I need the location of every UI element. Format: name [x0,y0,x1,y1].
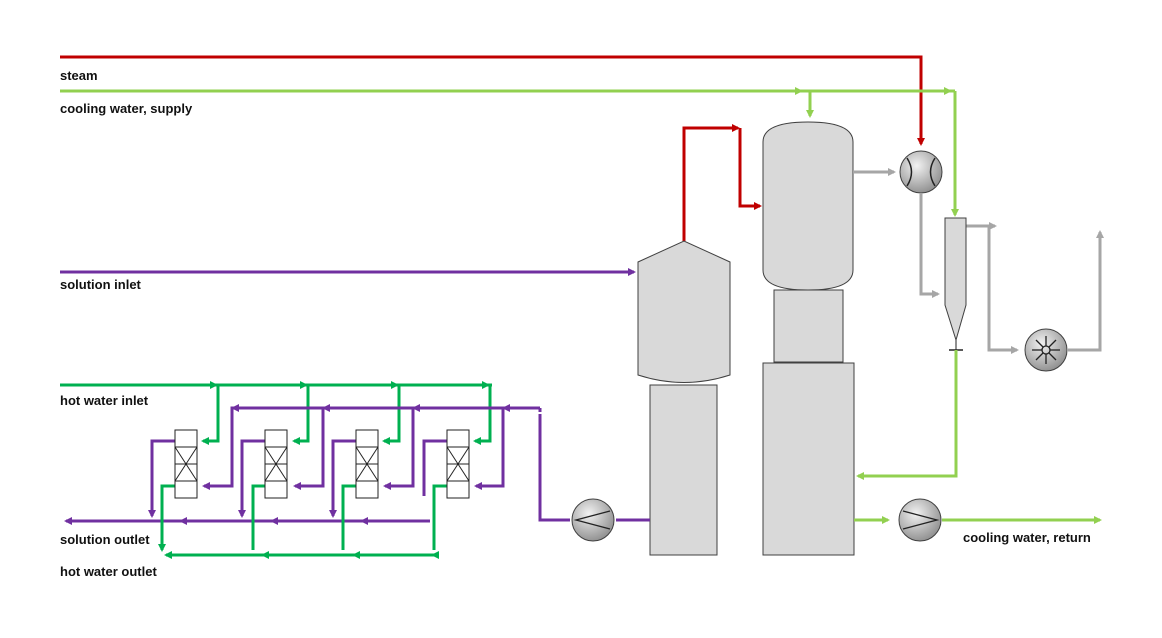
cooling-water-return-label: cooling water, return [963,530,1091,545]
separator [944,217,967,351]
hot-water-outlet-line [158,484,447,559]
plate-heat-exchanger-2 [264,429,288,499]
cooling-water-supply-label: cooling water, supply [60,101,193,116]
cyclone-separator-icon [944,217,967,342]
pump-icon [902,510,940,530]
condenser [899,150,943,194]
hot-water-inlet-line [60,381,492,445]
vapor-transfer-line [682,124,762,241]
vacuum-pump [1024,328,1068,372]
cooling-water-supply-line [60,87,959,217]
plate-heat-exchanger-3 [355,429,379,499]
vapor-lines [853,168,1104,354]
hot-water-outlet-label: hot water outlet [60,564,157,579]
evaporator-vessel [637,240,731,556]
heat-exchanger-icon [906,157,913,187]
solution-header-line [202,404,540,490]
solution-outlet-label: solution outlet [60,532,150,547]
solution-pump [571,498,615,542]
vacuum-pump-icon [1032,336,1060,364]
pump-icon [573,510,611,530]
solution-inlet-label: solution inlet [60,277,142,292]
plate-heat-exchanger-4 [446,429,470,499]
column-vessel [762,121,855,556]
cooling-pump [898,498,942,542]
plate-heat-exchanger-1 [174,429,198,499]
steam-label: steam [60,68,98,83]
cooling-water-inner-line [856,350,958,480]
hot-water-inlet-label: hot water inlet [60,393,149,408]
steam-line [60,55,925,146]
solution-outlet-line [64,439,447,525]
